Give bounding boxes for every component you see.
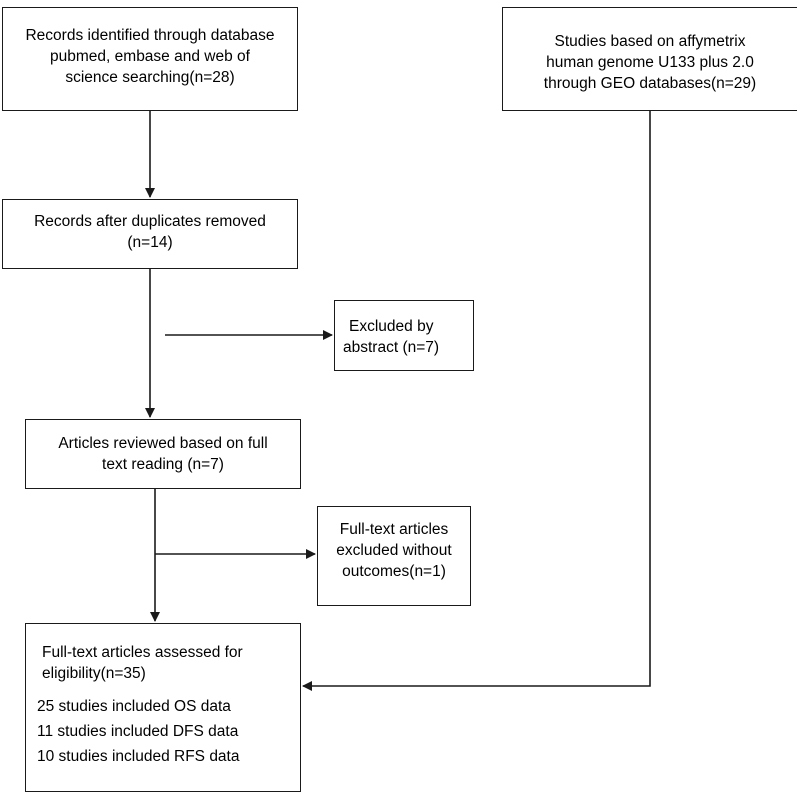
os-data-stat: 25 studies included OS data — [37, 698, 231, 715]
rfs-data-stat: 10 studies included RFS data — [37, 748, 240, 765]
excluded-abstract-line-2: abstract (n=7) — [343, 339, 440, 356]
excluded-full-text-line-3: outcomes(n=1) — [342, 563, 446, 580]
records-identified-box: Records identified through database pubm… — [2, 7, 298, 111]
geo-studies-box: Studies based on affymetrix human genome… — [502, 7, 797, 111]
duplicates-removed-line-2: (n=14) — [127, 234, 173, 251]
geo-studies-line-3: through GEO databases(n=29) — [543, 75, 757, 92]
records-identified-line-2: pubmed, embase and web of — [50, 48, 250, 65]
excluded-full-text-line-1: Full-text articles — [339, 521, 449, 538]
assessed-eligibility-box: Full-text articles assessed for eligibil… — [25, 623, 301, 792]
duplicates-removed-line-1: Records after duplicates removed — [34, 213, 266, 230]
assessed-eligibility-line-1: Full-text articles assessed for — [42, 644, 243, 661]
records-identified-line-1: Records identified through database — [25, 27, 275, 44]
geo-studies-line-2: human genome U133 plus 2.0 — [546, 54, 754, 71]
excluded-abstract-line-1: Excluded by — [349, 318, 434, 335]
full-text-reviewed-box: Articles reviewed based on full text rea… — [25, 419, 301, 489]
dfs-data-stat: 11 studies included DFS data — [37, 723, 239, 740]
full-text-reviewed-line-1: Articles reviewed based on full — [58, 435, 268, 452]
full-text-reviewed-line-2: text reading (n=7) — [102, 456, 224, 473]
excluded-full-text-box: Full-text articles excluded without outc… — [317, 506, 471, 606]
geo-studies-line-1: Studies based on affymetrix — [554, 33, 746, 50]
excluded-abstract-box: Excluded by abstract (n=7) — [334, 300, 474, 371]
arrow-geo-to-assessed — [302, 111, 651, 691]
assessed-eligibility-line-2: eligibility(n=35) — [42, 665, 146, 682]
excluded-full-text-line-2: excluded without — [336, 542, 452, 559]
records-identified-line-3: science searching(n=28) — [65, 69, 235, 86]
duplicates-removed-box: Records after duplicates removed (n=14) — [2, 199, 298, 269]
